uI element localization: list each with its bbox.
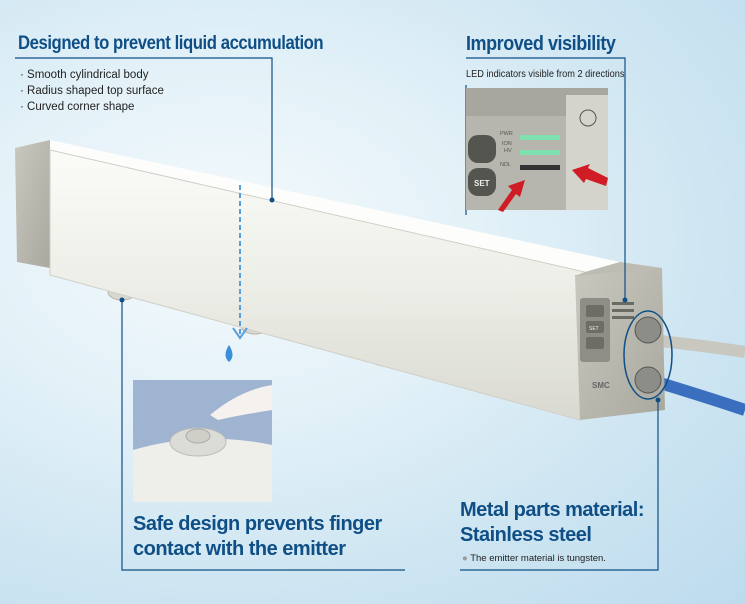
liquid-bullet: · Radius shaped top surface [20, 85, 164, 97]
bullet-icon: ● [462, 553, 471, 564]
liquid-bullet: · Curved corner shape [20, 101, 135, 113]
metal-title-line1: Metal parts material: [460, 499, 645, 521]
ionizer-bar: SET SMC [15, 140, 673, 421]
metal-note-text: The emitter material is tungsten. [470, 553, 606, 564]
liquid-callout-title: Designed to prevent liquid accumulation [18, 33, 324, 54]
device-set-label: SET [589, 326, 599, 332]
svg-text:HV: HV [504, 148, 512, 154]
visibility-subtitle: LED indicators visible from 2 directions [466, 69, 625, 80]
metal-title-line2: Stainless steel [460, 524, 592, 546]
liquid-bullet: · Smooth cylindrical body [20, 69, 149, 81]
drip-arrow-icon [225, 185, 248, 362]
svg-text:PWR: PWR [500, 131, 513, 137]
safe-callout-title: Safe design prevents finger contact with… [133, 512, 382, 562]
safe-title-line2: contact with the emitter [133, 538, 346, 560]
finger-inset-image [133, 380, 272, 502]
safe-title-line1: Safe design prevents finger [133, 513, 382, 535]
led-inset-image: SET PWR ION HV NDL [466, 88, 608, 212]
metal-callout-title: Metal parts material: Stainless steel [460, 498, 645, 548]
svg-text:SET: SET [474, 179, 490, 188]
svg-text:ION: ION [502, 141, 512, 147]
metal-note: ● The emitter material is tungsten. [462, 553, 606, 564]
visibility-callout-title: Improved visibility [466, 33, 616, 55]
svg-text:NDL: NDL [500, 162, 511, 168]
smc-logo: SMC [592, 381, 610, 390]
